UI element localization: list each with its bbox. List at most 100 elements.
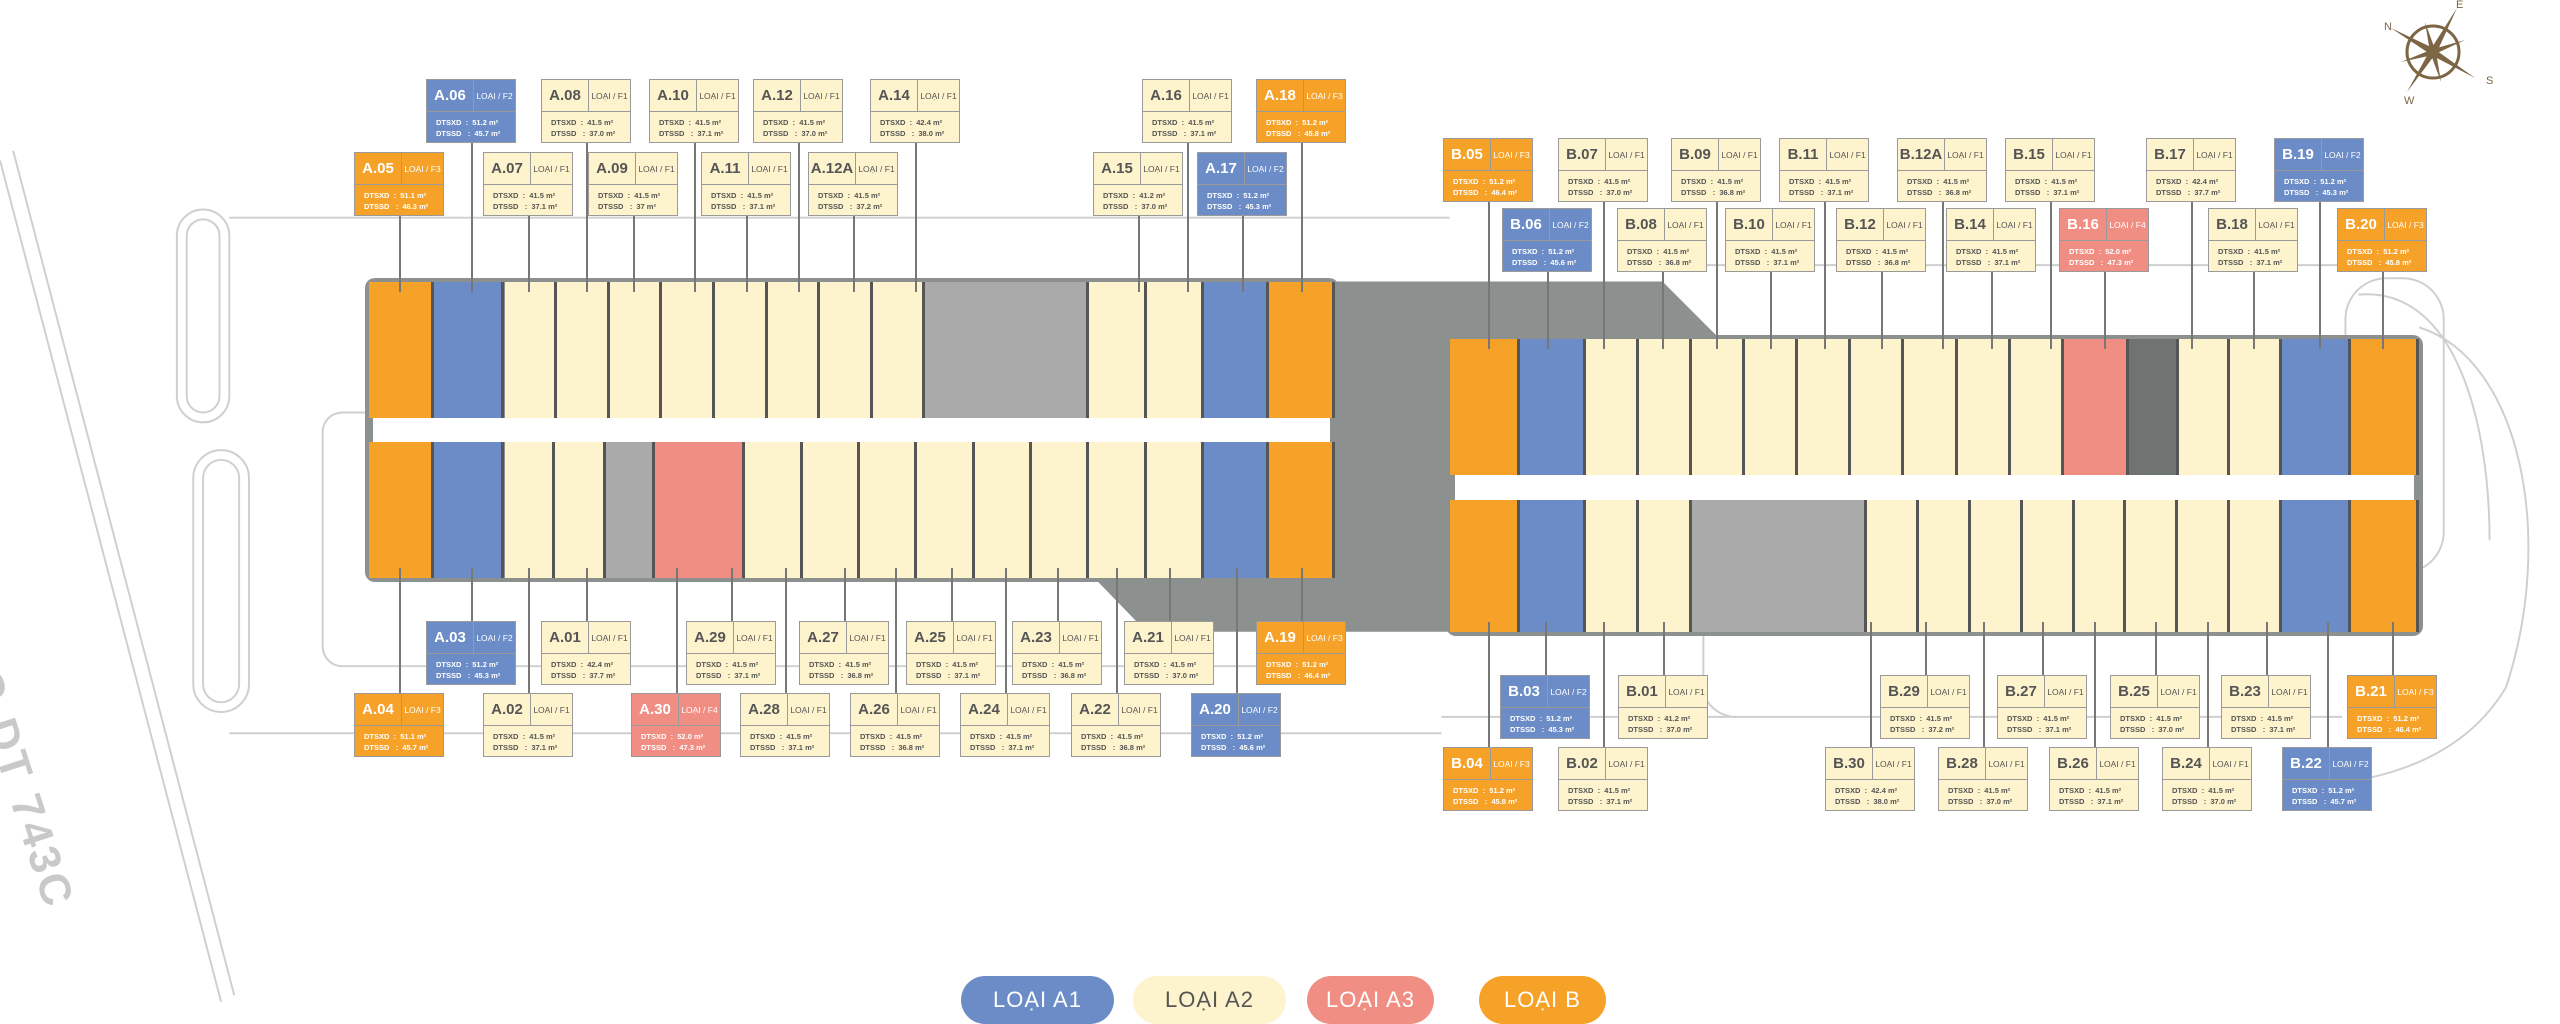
leader-line xyxy=(915,143,917,292)
legend-loai-a3[interactable]: LOẠI A3 xyxy=(1307,976,1434,1024)
legend-loai-a1[interactable]: LOẠI A1 xyxy=(961,976,1114,1024)
separator: : xyxy=(465,118,469,127)
separator: : xyxy=(2376,247,2380,256)
unit-m2: m² xyxy=(2008,247,2019,256)
unit-m2: m² xyxy=(1204,118,1215,127)
dtssd-value: 37.2 xyxy=(1928,725,1943,734)
unit-m2: m² xyxy=(548,202,558,211)
dtsxd-label: DTSXD xyxy=(2357,714,2383,723)
unit-type: LOẠI / F3 xyxy=(1493,758,1530,769)
dtssd-value: 37.0 xyxy=(1666,725,1681,734)
apartment-cell xyxy=(368,281,435,418)
apartment-cell xyxy=(1798,339,1852,476)
dtssd-label: DTSSD xyxy=(1907,188,1933,197)
separator: : xyxy=(1938,188,1942,197)
unit-type: LOẠI / F1 xyxy=(638,163,675,174)
unit-m2: m² xyxy=(2286,725,2296,734)
legend-loai-b[interactable]: LOẠI B xyxy=(1479,976,1606,1024)
compass-icon: N E S W xyxy=(2384,0,2493,107)
leader-line xyxy=(2382,272,2384,349)
dtssd-row: DTSSD : 36.8 m² xyxy=(1081,742,1160,753)
dtsxd-label: DTSXD xyxy=(2069,247,2095,256)
dtsxd-value: 51.2 xyxy=(2320,177,2335,186)
legend-loai-a2[interactable]: LOẠI A2 xyxy=(1133,976,1286,1024)
dtssd-label: DTSSD xyxy=(1627,258,1653,267)
unit-type: LOẠI / F1 xyxy=(1062,632,1099,643)
unit-m2: m² xyxy=(1682,258,1692,267)
separator: : xyxy=(2100,258,2104,267)
apartment-cell xyxy=(1919,499,1971,633)
dtsxd-row: DTSXD : 41.5 m² xyxy=(1134,659,1213,670)
dtsxd-row: DTSXD : 51.2 m² xyxy=(1512,246,1591,257)
dtsxd-row: DTSXD : 42.4 m² xyxy=(2156,176,2235,187)
separator: : xyxy=(1297,671,1301,680)
